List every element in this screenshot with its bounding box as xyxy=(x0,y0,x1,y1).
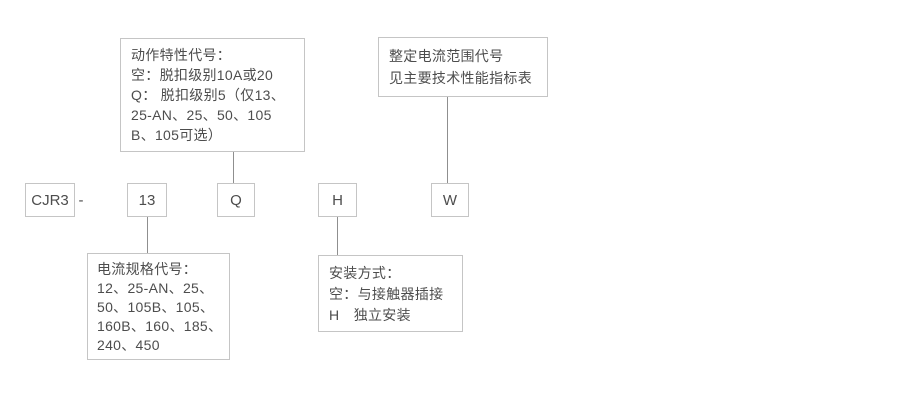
code-box-mounting: H xyxy=(318,183,357,217)
callout-text-line: H 独立安装 xyxy=(329,307,411,323)
code-box-current-spec: 13 xyxy=(127,183,167,217)
callout-text-line: 整定电流范围代号 xyxy=(389,48,504,64)
callout-text-line: 25-AN、25、50、105 xyxy=(131,107,272,123)
callout-text-line: 见主要技术性能指标表 xyxy=(389,70,532,86)
callout-text-line: 160B、160、185、 xyxy=(97,318,223,334)
callout-text-line: B、105可选） xyxy=(131,127,223,143)
connector-range-to-code xyxy=(447,97,448,183)
code-box-action-characteristic: Q xyxy=(217,183,255,217)
callout-text-line: 电流规格代号： xyxy=(97,261,198,277)
callout-current-spec: 电流规格代号： 12、25-AN、25、 50、105B、105、 160B、1… xyxy=(87,253,230,360)
code-separator-dash: - xyxy=(78,191,84,209)
callout-action-characteristic: 动作特性代号： 空：脱扣级别10A或20 Q： 脱扣级别5（仅13、 25-AN… xyxy=(120,38,305,152)
callout-text-line: 12、25-AN、25、 xyxy=(97,280,214,296)
code-box-model-prefix: CJR3 xyxy=(25,183,75,217)
connector-spec-to-code xyxy=(147,217,148,253)
callout-mounting-type: 安装方式： 空：与接触器插接 H 独立安装 xyxy=(318,255,463,332)
callout-text-line: Q： 脱扣级别5（仅13、 xyxy=(131,87,286,103)
callout-text-line: 50、105B、105、 xyxy=(97,299,215,315)
connector-action-to-code xyxy=(233,152,234,183)
callout-text-line: 安装方式： xyxy=(329,265,401,281)
callout-text-line: 空：与接触器插接 xyxy=(329,286,444,302)
callout-text-line: 空：脱扣级别10A或20 xyxy=(131,67,274,83)
callout-setting-current-range: 整定电流范围代号 见主要技术性能指标表 xyxy=(378,37,548,97)
code-box-current-range: W xyxy=(431,183,469,217)
connector-mounting-to-code xyxy=(337,217,338,255)
callout-text-line: 动作特性代号： xyxy=(131,47,232,63)
callout-text-line: 240、450 xyxy=(97,337,160,353)
